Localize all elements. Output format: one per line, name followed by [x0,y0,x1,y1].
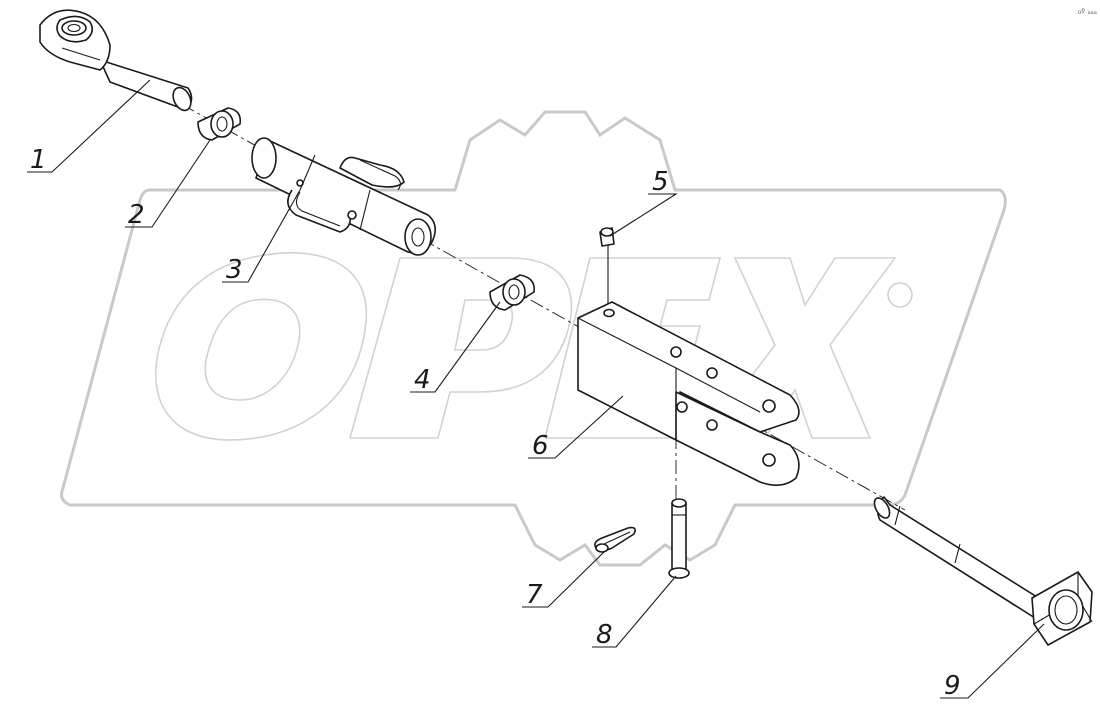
part-5-grease-nipple [599,227,615,247]
callout-7: 7 [526,580,543,610]
watermark-letter-o [155,252,368,441]
part-3-sleeve-with-handle [251,137,436,256]
callout-6: 6 [532,431,549,461]
part-4-washer [489,274,536,311]
watermark-registered-mark [887,282,913,308]
part-7-cotter-pin [594,526,636,553]
watermark-gear-outline [60,110,1007,567]
callout-5: 5 [652,167,669,197]
part-2-washer [197,107,242,141]
part-8-pin [668,498,690,579]
callout-2: 2 [128,200,145,230]
watermark-logo [60,110,1007,567]
callout-1: 1 [30,145,47,175]
corner-mark: ₀º ₐₐₐ [1078,7,1097,16]
watermark-letter-p [348,257,573,439]
callout-9: 9 [944,671,961,701]
callout-labels: 1 2 3 5 4 6 7 8 9 [30,145,961,701]
part-9-bolt [873,496,1093,646]
part-1-rod-end [39,9,193,112]
callout-leaders [27,79,1045,699]
part-6-bracket [577,301,800,486]
callout-4: 4 [414,365,431,395]
callout-3: 3 [226,255,243,285]
callout-8: 8 [596,620,613,650]
